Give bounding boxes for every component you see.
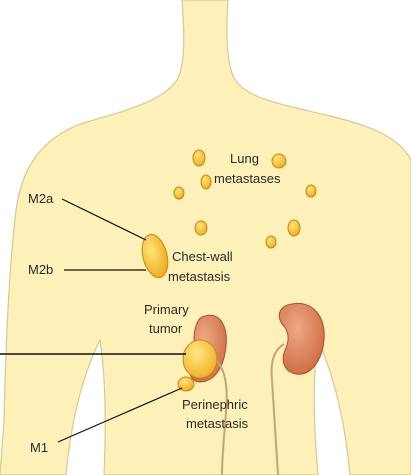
m1-label: M1 (30, 440, 48, 455)
lung-nodule (195, 221, 207, 235)
primary-tumor-label-line1: Primary (144, 302, 189, 317)
lung-nodule (266, 236, 276, 248)
m2a-label: M2a (28, 191, 54, 206)
chest-wall-label-line2: metastasis (168, 269, 231, 284)
lung-nodule (306, 185, 316, 197)
perinephric-label-line1: Perinephric (182, 397, 248, 412)
lung-nodule (201, 175, 211, 189)
primary-tumor-label-line2: tumor (149, 321, 183, 336)
lung-nodule (174, 187, 184, 199)
lung-metastases-label-line1: Lung (230, 151, 259, 166)
lung-metastases-label-line2: metastases (214, 171, 281, 186)
primary-tumor (183, 340, 217, 378)
perinephric-label-line2: metastasis (186, 416, 249, 431)
lung-nodule (193, 150, 205, 166)
chest-wall-label-line1: Chest-wall (172, 249, 233, 264)
lung-nodule (272, 154, 286, 168)
m2b-label: M2b (28, 262, 53, 277)
lung-nodule (288, 220, 300, 236)
